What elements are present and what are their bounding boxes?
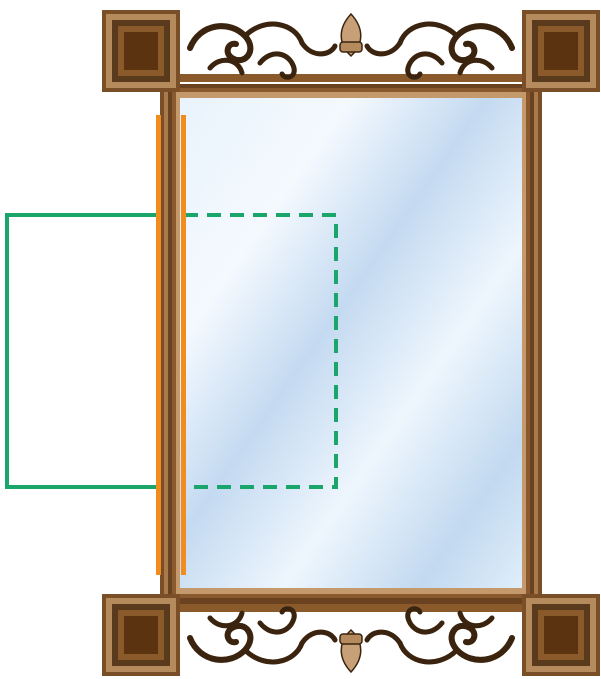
bottom-carving <box>178 604 524 676</box>
object-fill <box>7 217 158 485</box>
corner-bottom-right <box>522 594 600 676</box>
mirror-line-left <box>156 115 161 575</box>
corner-top-right <box>522 10 600 92</box>
corner-top-left <box>102 10 180 92</box>
mirror-glass <box>180 98 522 588</box>
mirror-line-right <box>181 115 186 575</box>
corner-bottom-left <box>102 594 180 676</box>
top-carving <box>178 12 524 84</box>
